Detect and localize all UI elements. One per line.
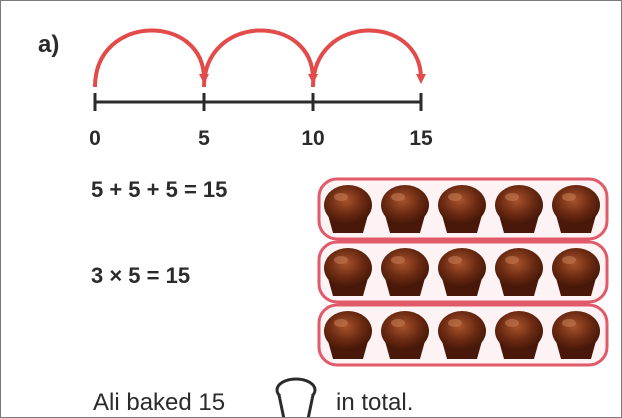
cake-icon xyxy=(552,311,600,359)
cake-icon xyxy=(552,248,600,296)
cake-icon xyxy=(324,248,372,296)
repeated-addition-equation: 5 + 5 + 5 = 15 xyxy=(91,177,228,202)
cake-icon xyxy=(495,311,543,359)
tick-label-0: 0 xyxy=(89,127,101,150)
jump-arrow xyxy=(93,28,209,88)
part-label: a) xyxy=(38,31,60,58)
tick-label-15: 15 xyxy=(409,127,433,150)
cake-icon xyxy=(438,311,486,359)
cake-icon xyxy=(381,248,429,296)
jump-arrows xyxy=(93,28,426,88)
cake-icon xyxy=(324,185,372,233)
cake-icon xyxy=(438,248,486,296)
sentence-end: in total. xyxy=(336,389,414,416)
cake-icon xyxy=(495,185,543,233)
cake-array xyxy=(317,177,609,367)
number-line xyxy=(93,93,423,111)
sentence-start: Ali baked 15 xyxy=(93,389,226,416)
jump-arrow xyxy=(202,28,318,88)
cake-icon xyxy=(381,311,429,359)
cake-icon xyxy=(495,248,543,296)
cake-icon xyxy=(438,185,486,233)
cake-outline-icon xyxy=(275,377,317,417)
tick-label-5: 5 xyxy=(198,127,210,150)
cake-icon xyxy=(381,185,429,233)
cake-icon xyxy=(552,185,600,233)
jump-arrow xyxy=(311,28,426,88)
tick-label-10: 10 xyxy=(301,127,325,150)
cake-icon xyxy=(324,311,372,359)
multiplication-equation: 3 × 5 = 15 xyxy=(91,263,191,288)
